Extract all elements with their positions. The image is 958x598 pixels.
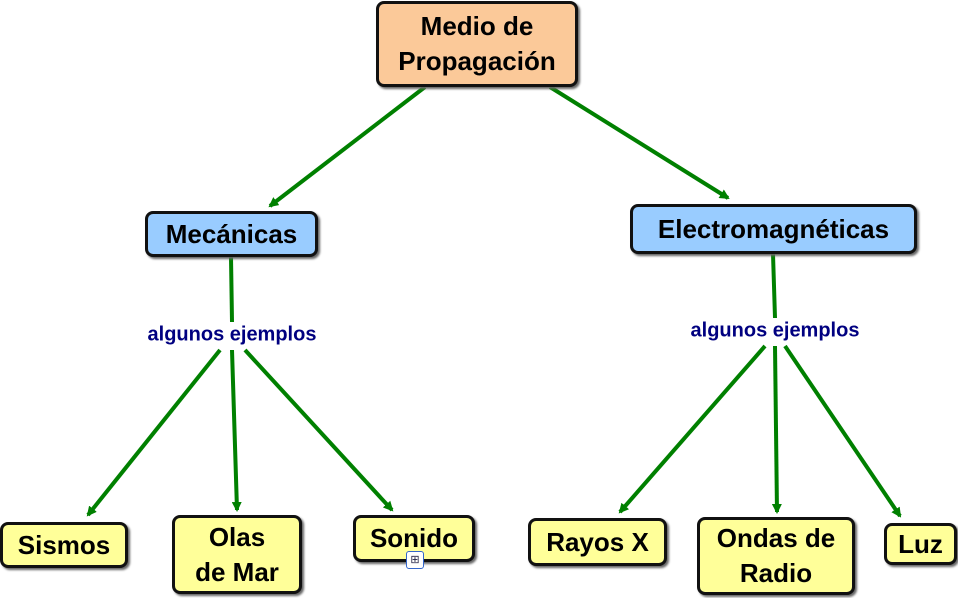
link-label-olas: [230, 349, 242, 512]
link-root-electromagneticas: [548, 85, 730, 200]
link-mecanicas-label: [229, 256, 234, 323]
root-node[interactable]: Medio de Propagación: [376, 1, 578, 87]
node-rayos-x[interactable]: Rayos X: [528, 518, 667, 566]
node-mecanicas[interactable]: Mecánicas: [145, 211, 318, 257]
submap-icon[interactable]: ⊞: [406, 551, 424, 569]
link-label-electromagneticas: algunos ejemplos: [688, 319, 862, 343]
link-label-sonido: [243, 348, 394, 512]
link-root-mecanicas: [268, 85, 427, 208]
node-ondas-de-radio[interactable]: Ondas de Radio: [697, 517, 855, 595]
link-label-sismos: [86, 348, 222, 517]
link-label-ondas: [771, 345, 782, 514]
link-label-rayos: [618, 344, 767, 514]
link-label-mecanicas: algunos ejemplos: [145, 323, 319, 347]
node-sonido[interactable]: Sonido: [353, 515, 475, 562]
node-electromagneticas[interactable]: Electromagnéticas: [630, 204, 917, 254]
link-label-luz: [783, 344, 902, 518]
link-electro-label: [771, 253, 777, 319]
node-luz[interactable]: Luz: [884, 523, 957, 565]
node-sismos[interactable]: Sismos: [0, 522, 128, 568]
node-olas-de-mar[interactable]: Olas de Mar: [172, 515, 302, 594]
